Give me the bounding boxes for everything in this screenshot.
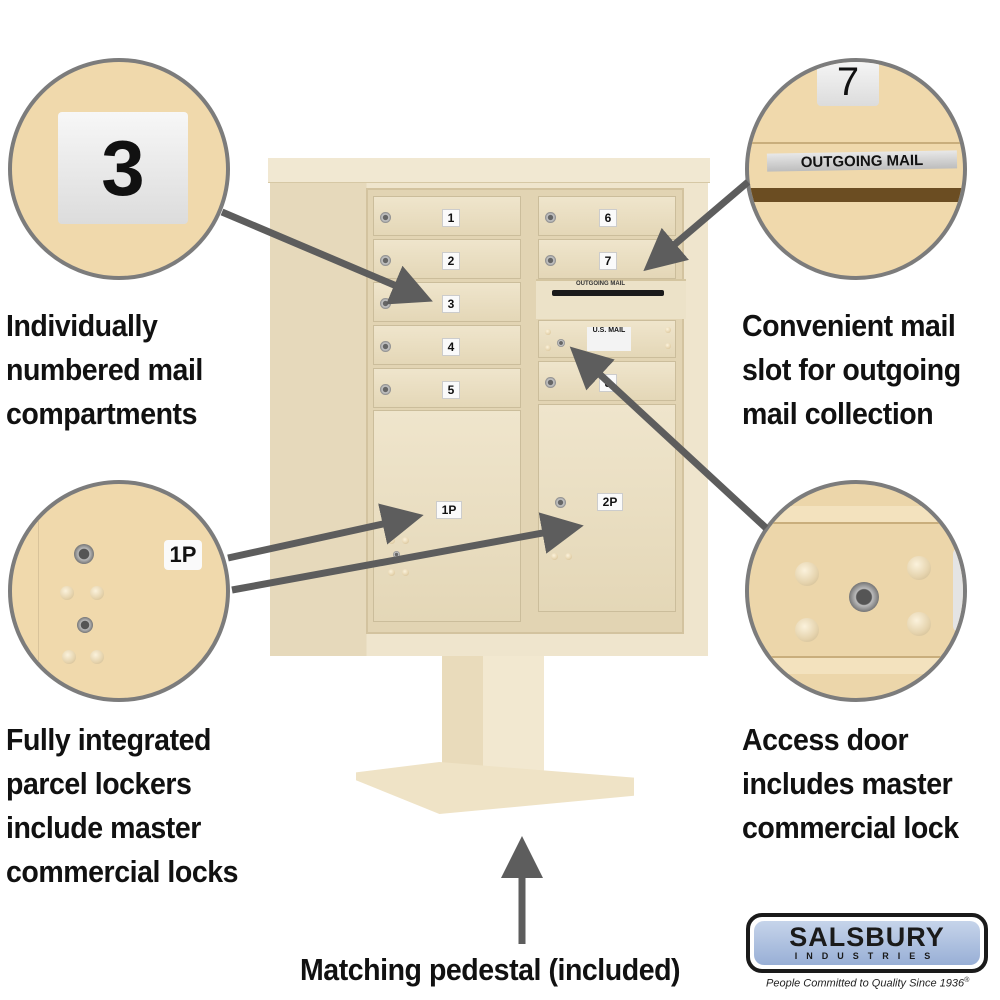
parcel-number: 2P: [597, 493, 623, 511]
detail-circle-number: 3: [8, 58, 230, 280]
arrow-access-door: [569, 346, 769, 531]
stud: [60, 586, 74, 600]
mail-door-5[interactable]: 5: [373, 368, 521, 408]
arrow-parcel-2p: [231, 512, 584, 594]
stud: [665, 343, 671, 349]
lock-icon: [393, 551, 400, 558]
slot-label: OUTGOING MAIL: [576, 281, 625, 287]
caption-outgoing-slot: Convenient mail slot for outgoing mail c…: [742, 308, 961, 431]
logo-brand: SALSBURY: [789, 922, 945, 952]
lock-icon: [545, 377, 556, 388]
lock-icon: [380, 212, 391, 223]
logo-sub: INDUSTRIES: [794, 951, 940, 961]
lock-icon: [555, 497, 566, 508]
lock-icon: [74, 544, 94, 564]
door-number: 6: [599, 209, 617, 227]
lock-icon: [77, 617, 93, 633]
stud: [907, 556, 931, 580]
parcel-label: 1P: [164, 540, 202, 570]
ledge-line: [749, 142, 963, 144]
salsbury-logo[interactable]: SALSBURY INDUSTRIES: [746, 913, 988, 973]
stud: [551, 553, 558, 560]
logo-tagline: People Committed to Quality Since 1936®: [766, 977, 969, 990]
bottom-rail: [749, 656, 963, 674]
cabinet-top: [268, 158, 710, 183]
lock-icon: [380, 384, 391, 395]
lock-icon: [380, 255, 391, 266]
stud: [90, 586, 104, 600]
door-edge: [38, 484, 39, 698]
detail-circle-access-door: [745, 480, 967, 702]
mail-door-1[interactable]: 1: [373, 196, 521, 236]
door-number: 2: [442, 252, 460, 270]
stud: [907, 612, 931, 636]
door-number: 1: [442, 209, 460, 227]
parcel-locker-2p[interactable]: 2P: [538, 404, 676, 612]
lock-icon: [545, 212, 556, 223]
lock-icon: [545, 255, 556, 266]
door-number: 4: [442, 338, 460, 356]
arrow-outgoing-slot: [643, 179, 751, 272]
lock-icon: [380, 341, 391, 352]
number-plate: 3: [58, 112, 188, 224]
master-lock-icon: [557, 339, 565, 347]
tagline-text: People Committed to Quality Since 1936: [766, 977, 965, 990]
stud: [565, 553, 572, 560]
stud: [388, 569, 395, 576]
parcel-number: 1P: [436, 501, 462, 519]
registered-mark: ®: [964, 977, 970, 984]
master-lock-icon: [849, 582, 879, 612]
caption-numbered-compartments: Individually numbered mail compartments: [6, 308, 203, 431]
door-number: 3: [442, 295, 460, 313]
stud: [402, 569, 409, 576]
lock-icon: [380, 298, 391, 309]
slot-opening: [552, 290, 664, 296]
top-rail: [749, 506, 963, 524]
stud: [795, 562, 819, 586]
stud: [665, 327, 671, 333]
stud: [90, 650, 104, 664]
detail-circle-parcel-locker: 1P: [8, 480, 230, 702]
caption-pedestal: Matching pedestal (included): [300, 952, 681, 987]
stud: [62, 650, 76, 664]
label-edge: [953, 548, 963, 632]
mail-door-4[interactable]: 4: [373, 325, 521, 365]
detail-circle-outgoing-mail: 7 OUTGOING MAIL: [745, 58, 967, 280]
caption-parcel-lockers: Fully integrated parcel lockers include …: [6, 722, 239, 889]
door-number: 7: [599, 252, 617, 270]
stud: [795, 618, 819, 642]
arrow-parcel-1p: [227, 503, 424, 562]
number-plate-7: 7: [817, 62, 879, 106]
pedestal-post: [442, 640, 544, 772]
logo-plate: [754, 921, 980, 965]
outgoing-mail-slot[interactable]: OUTGOING MAIL: [536, 279, 686, 319]
door-number: 5: [442, 381, 460, 399]
arrow-compartments: [220, 208, 433, 305]
caption-access-door: Access door includes master commercial l…: [742, 722, 959, 845]
stud: [545, 345, 551, 351]
stud: [545, 329, 551, 335]
mail-slot: [749, 188, 963, 202]
